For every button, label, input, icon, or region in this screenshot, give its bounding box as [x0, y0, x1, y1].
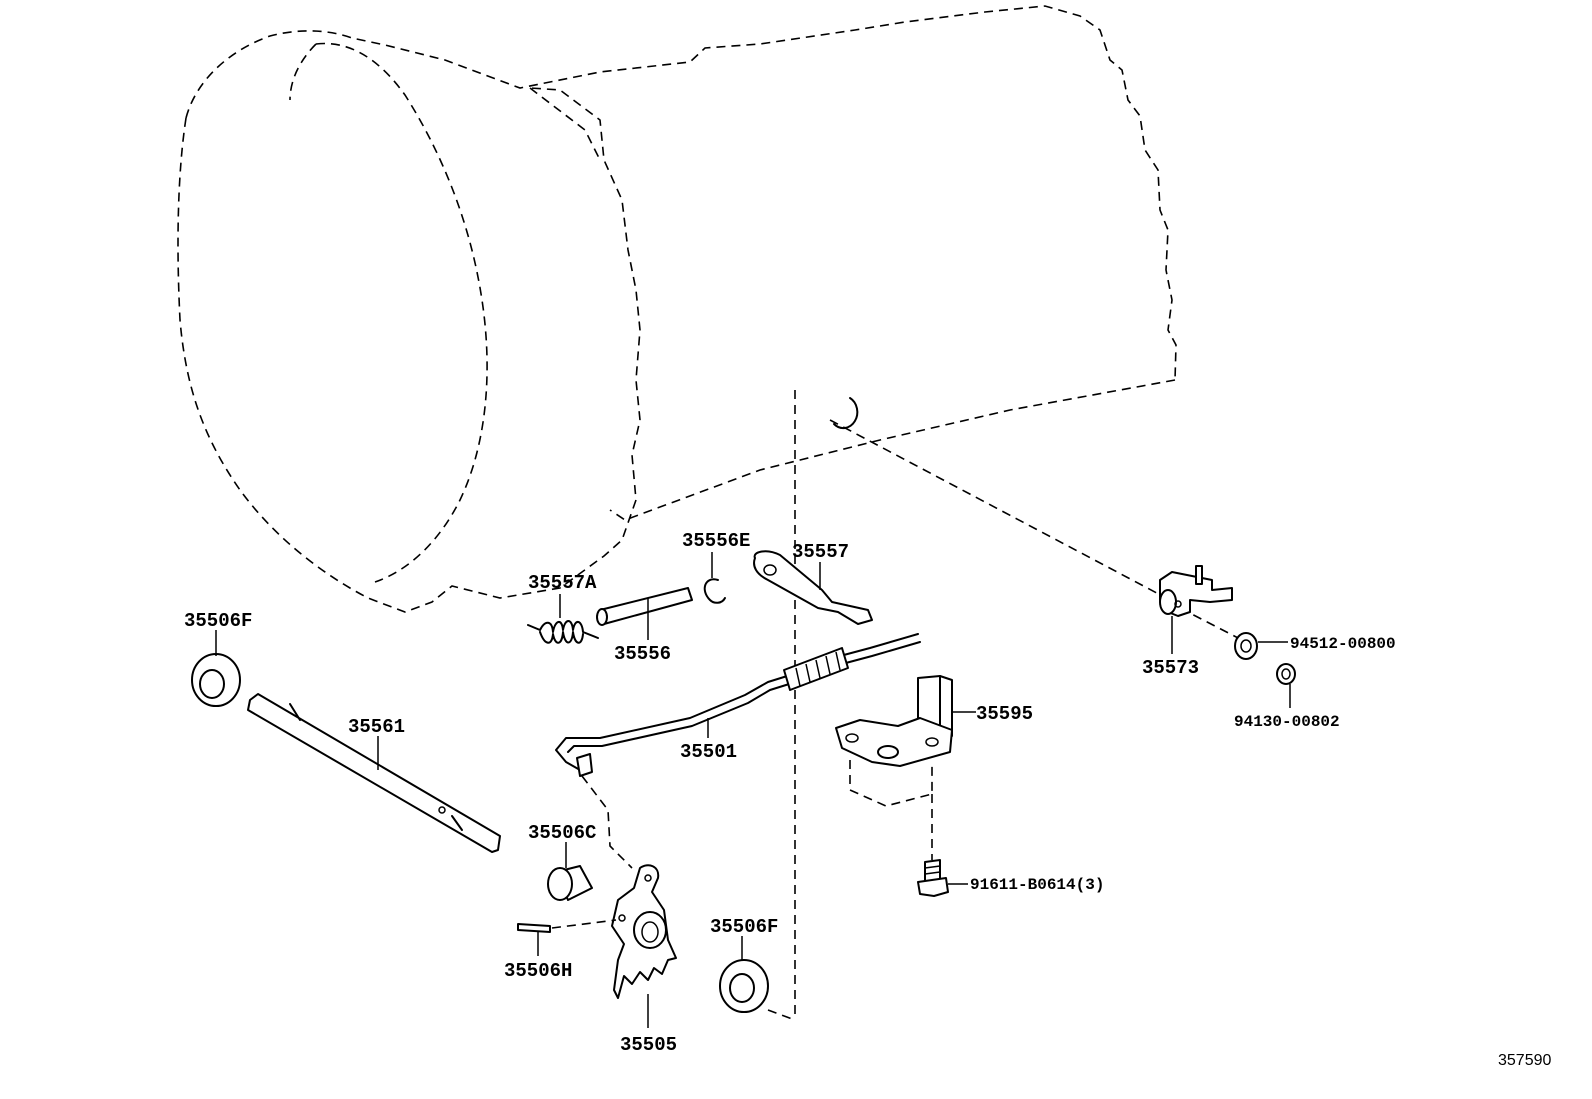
collar-35506C — [547, 865, 593, 901]
label-91611-B0614: 91611-B0614(3) — [970, 876, 1104, 894]
label-35501: 35501 — [680, 741, 737, 763]
label-35556: 35556 — [614, 643, 671, 665]
label-35506F-top: 35506F — [184, 610, 252, 632]
label-35561: 35561 — [348, 716, 405, 738]
label-35505: 35505 — [620, 1034, 677, 1056]
seal-35506F-top — [191, 653, 241, 707]
figure-id: 357590 — [1498, 1052, 1551, 1069]
bolt-91611 — [917, 859, 949, 897]
label-35557: 35557 — [792, 541, 849, 563]
spring-35557A — [527, 620, 599, 644]
shaft-35561 — [247, 693, 501, 853]
label-35557A: 35557A — [528, 572, 597, 594]
e-ring-35556E — [703, 578, 726, 604]
housing-hole-ring — [833, 397, 859, 430]
label-35573: 35573 — [1142, 657, 1199, 679]
label-94512-00800: 94512-00800 — [1290, 635, 1396, 653]
plate-to-rod-line — [581, 775, 633, 869]
transmission-housing-outline — [177, 5, 1177, 613]
bracket-35595 — [835, 675, 953, 860]
seal-35506F-bottom — [719, 959, 769, 1013]
bracket-guide-line — [829, 419, 1171, 601]
rod-35501 — [555, 633, 921, 777]
label-35506H: 35506H — [504, 960, 572, 982]
nut-94512 — [1234, 632, 1258, 660]
bracket-35573 — [1159, 565, 1233, 617]
seal-to-axis-line — [767, 1009, 796, 1021]
leader-lines — [215, 552, 1291, 1028]
label-35556E: 35556E — [682, 530, 750, 552]
pin-35556 — [596, 587, 693, 626]
label-35506F-bottom: 35506F — [710, 916, 778, 938]
label-35506C: 35506C — [528, 822, 596, 844]
nut-guide-line — [1179, 607, 1243, 641]
nut-94130 — [1276, 663, 1296, 685]
label-35595: 35595 — [976, 703, 1033, 725]
label-94130-00802: 94130-00802 — [1234, 713, 1340, 731]
lever-35557 — [753, 550, 873, 625]
pin-35506H — [517, 923, 551, 933]
detent-plate-35505 — [611, 864, 677, 999]
pin-to-plate-line — [551, 919, 617, 929]
